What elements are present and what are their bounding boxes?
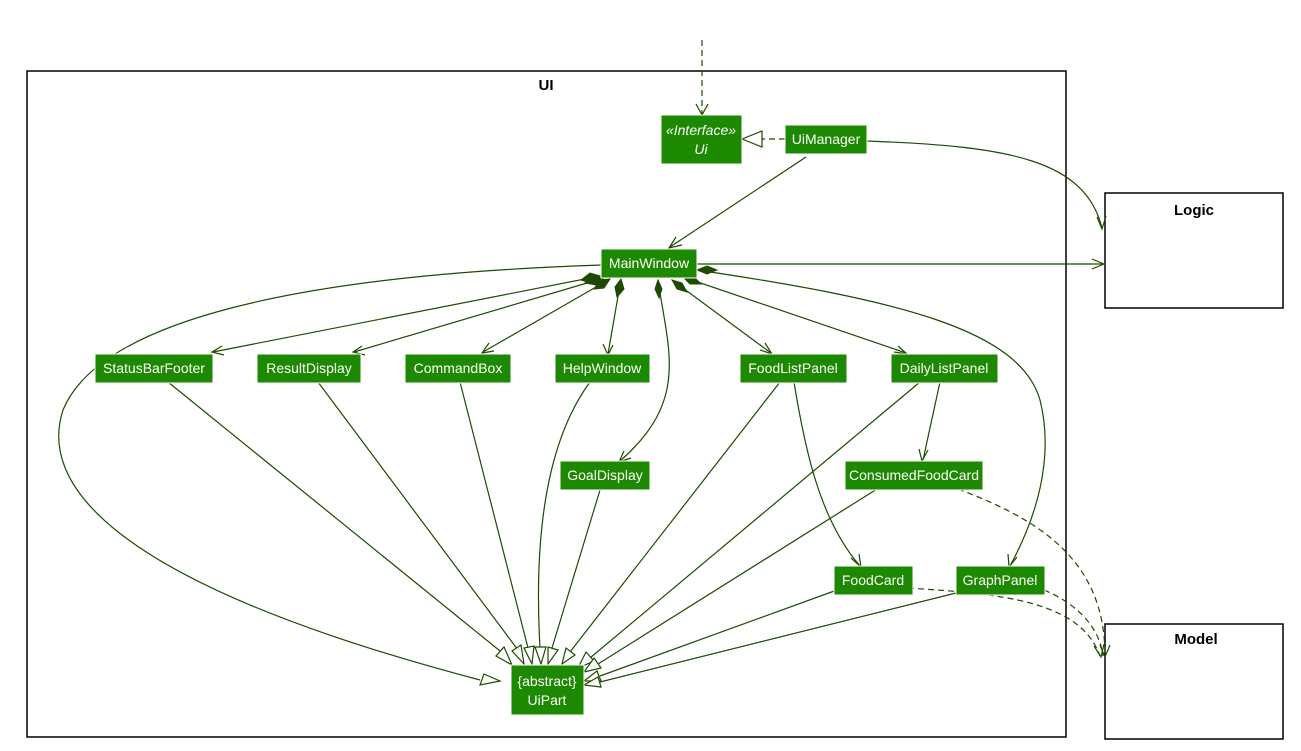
logic-package-title: Logic [1174, 202, 1214, 219]
edge-uimanager-to-logic [865, 140, 1103, 229]
edge-mainwindow-to-commandbox [482, 278, 611, 353]
goaldisplay-label: GoalDisplay [567, 467, 642, 483]
ui-interface-stereotype: «Interface» [666, 122, 736, 138]
edge-helpwindow-extends-uipart [537, 381, 591, 649]
ui-package: UI [26, 70, 1067, 738]
edge-mainwindow-to-resultdisplay [353, 277, 605, 353]
diamond-foodlistpanel [670, 279, 689, 293]
inherit-head-foodlistpanel [561, 646, 577, 666]
ui-package-title: UI [539, 77, 554, 94]
inherit-head-statusbarfooter [495, 645, 514, 667]
resultdisplay-class: ResultDisplay [256, 353, 362, 384]
edge-statusbarfooter-extends-uipart [167, 381, 506, 656]
mainwindow-label: MainWindow [609, 255, 690, 271]
inherit-head-consumedfoodcard [582, 656, 602, 673]
inherit-head-resultdisplay [511, 643, 525, 666]
uipart-stereotype: {abstract} [517, 673, 576, 689]
edge-mainwindow-to-graphpanel [696, 269, 1046, 567]
edge-foodcard-extends-uipart [599, 589, 838, 677]
diamond-goaldisplay [654, 278, 663, 300]
inherit-head-commandbox [523, 645, 535, 667]
uipart-class: {abstract} UiPart [510, 664, 585, 716]
goaldisplay-class: GoalDisplay [559, 460, 651, 491]
edge-foodcard-to-model [907, 587, 1101, 657]
edges [58, 40, 1111, 688]
ui-interface-name: Ui [694, 141, 708, 157]
uimanager-label: UiManager [792, 131, 861, 147]
foodcard-class: FoodCard [833, 565, 914, 596]
consumedfoodcard-class: ConsumedFoodCard [844, 460, 984, 491]
edge-mainwindow-to-dailylistpanel [682, 276, 907, 354]
edge-resultdisplay-extends-uipart [317, 381, 519, 651]
diamond-commandbox [592, 278, 612, 290]
edge-commandbox-extends-uipart [459, 381, 529, 649]
arrowhead-realization [740, 130, 763, 148]
diamond-graphpanel [695, 265, 719, 275]
arrowhead-mainwindow-logic [1091, 258, 1106, 270]
edge-consumedfoodcard-to-model [957, 488, 1106, 657]
model-package-title: Model [1174, 631, 1217, 648]
helpwindow-class: HelpWindow [554, 353, 651, 384]
inherit-head-graphpanel [582, 676, 602, 688]
edge-goaldisplay-extends-uipart [551, 489, 601, 649]
edge-uimanager-to-mainwindow [669, 156, 807, 248]
ui-interface-class: «Interface» Ui [660, 114, 743, 165]
mainwindow-class: MainWindow [600, 248, 698, 279]
foodlistpanel-class: FoodListPanel [739, 353, 848, 384]
graphpanel-label: GraphPanel [963, 572, 1038, 588]
graphpanel-class: GraphPanel [955, 565, 1046, 596]
dailylistpanel-label: DailyListPanel [900, 360, 989, 376]
edge-graphpanel-extends-uipart [599, 591, 961, 683]
statusbarfooter-label: StatusBarFooter [103, 360, 205, 376]
edge-mainwindow-to-goaldisplay [619, 279, 670, 462]
commandbox-class: CommandBox [404, 353, 512, 384]
arrowhead-statusbarfooter [210, 345, 225, 356]
arrowhead-uimanager-mainwindow [667, 236, 683, 249]
foodlistpanel-label: FoodListPanel [748, 360, 838, 376]
helpwindow-label: HelpWindow [563, 360, 642, 376]
edge-foodlistpanel-extends-uipart [569, 381, 781, 653]
resultdisplay-label: ResultDisplay [266, 360, 352, 376]
inherit-head-mainwindow [479, 673, 502, 686]
edge-mainwindow-to-foodlistpanel [671, 279, 772, 354]
inherit-head-goaldisplay [547, 646, 559, 666]
inherit-head-dailylistpanel [576, 650, 595, 670]
consumedfoodcard-label: ConsumedFoodCard [849, 467, 979, 483]
statusbarfooter-class: StatusBarFooter [94, 353, 214, 384]
arrowhead-commandbox [480, 342, 495, 354]
edge-graphpanel-to-model [1043, 589, 1104, 657]
edge-consumedfoodcard-extends-uipart [597, 488, 878, 665]
commandbox-label: CommandBox [414, 360, 503, 376]
edge-dailylistpanel-to-consumedfoodcard [922, 381, 941, 461]
edge-mainwindow-to-statusbarfooter [212, 275, 601, 353]
arrowhead-uimanager-logic [1096, 215, 1107, 231]
dailylistpanel-class: DailyListPanel [890, 353, 999, 384]
logic-package: Logic [1104, 192, 1284, 309]
diamond-helpwindow [614, 277, 625, 299]
uipart-name: UiPart [528, 692, 567, 708]
arrowhead-foodcard-model [1093, 643, 1105, 659]
uimanager-class: UiManager [784, 124, 868, 155]
edge-dailylistpanel-extends-uipart [589, 381, 921, 659]
inherit-head-helpwindow [534, 646, 547, 666]
foodcard-label: FoodCard [842, 572, 904, 588]
edge-mainwindow-extends-uipart [58, 264, 603, 681]
edge-foodlistpanel-to-foodcard [793, 381, 861, 567]
model-package: Model [1104, 623, 1284, 740]
